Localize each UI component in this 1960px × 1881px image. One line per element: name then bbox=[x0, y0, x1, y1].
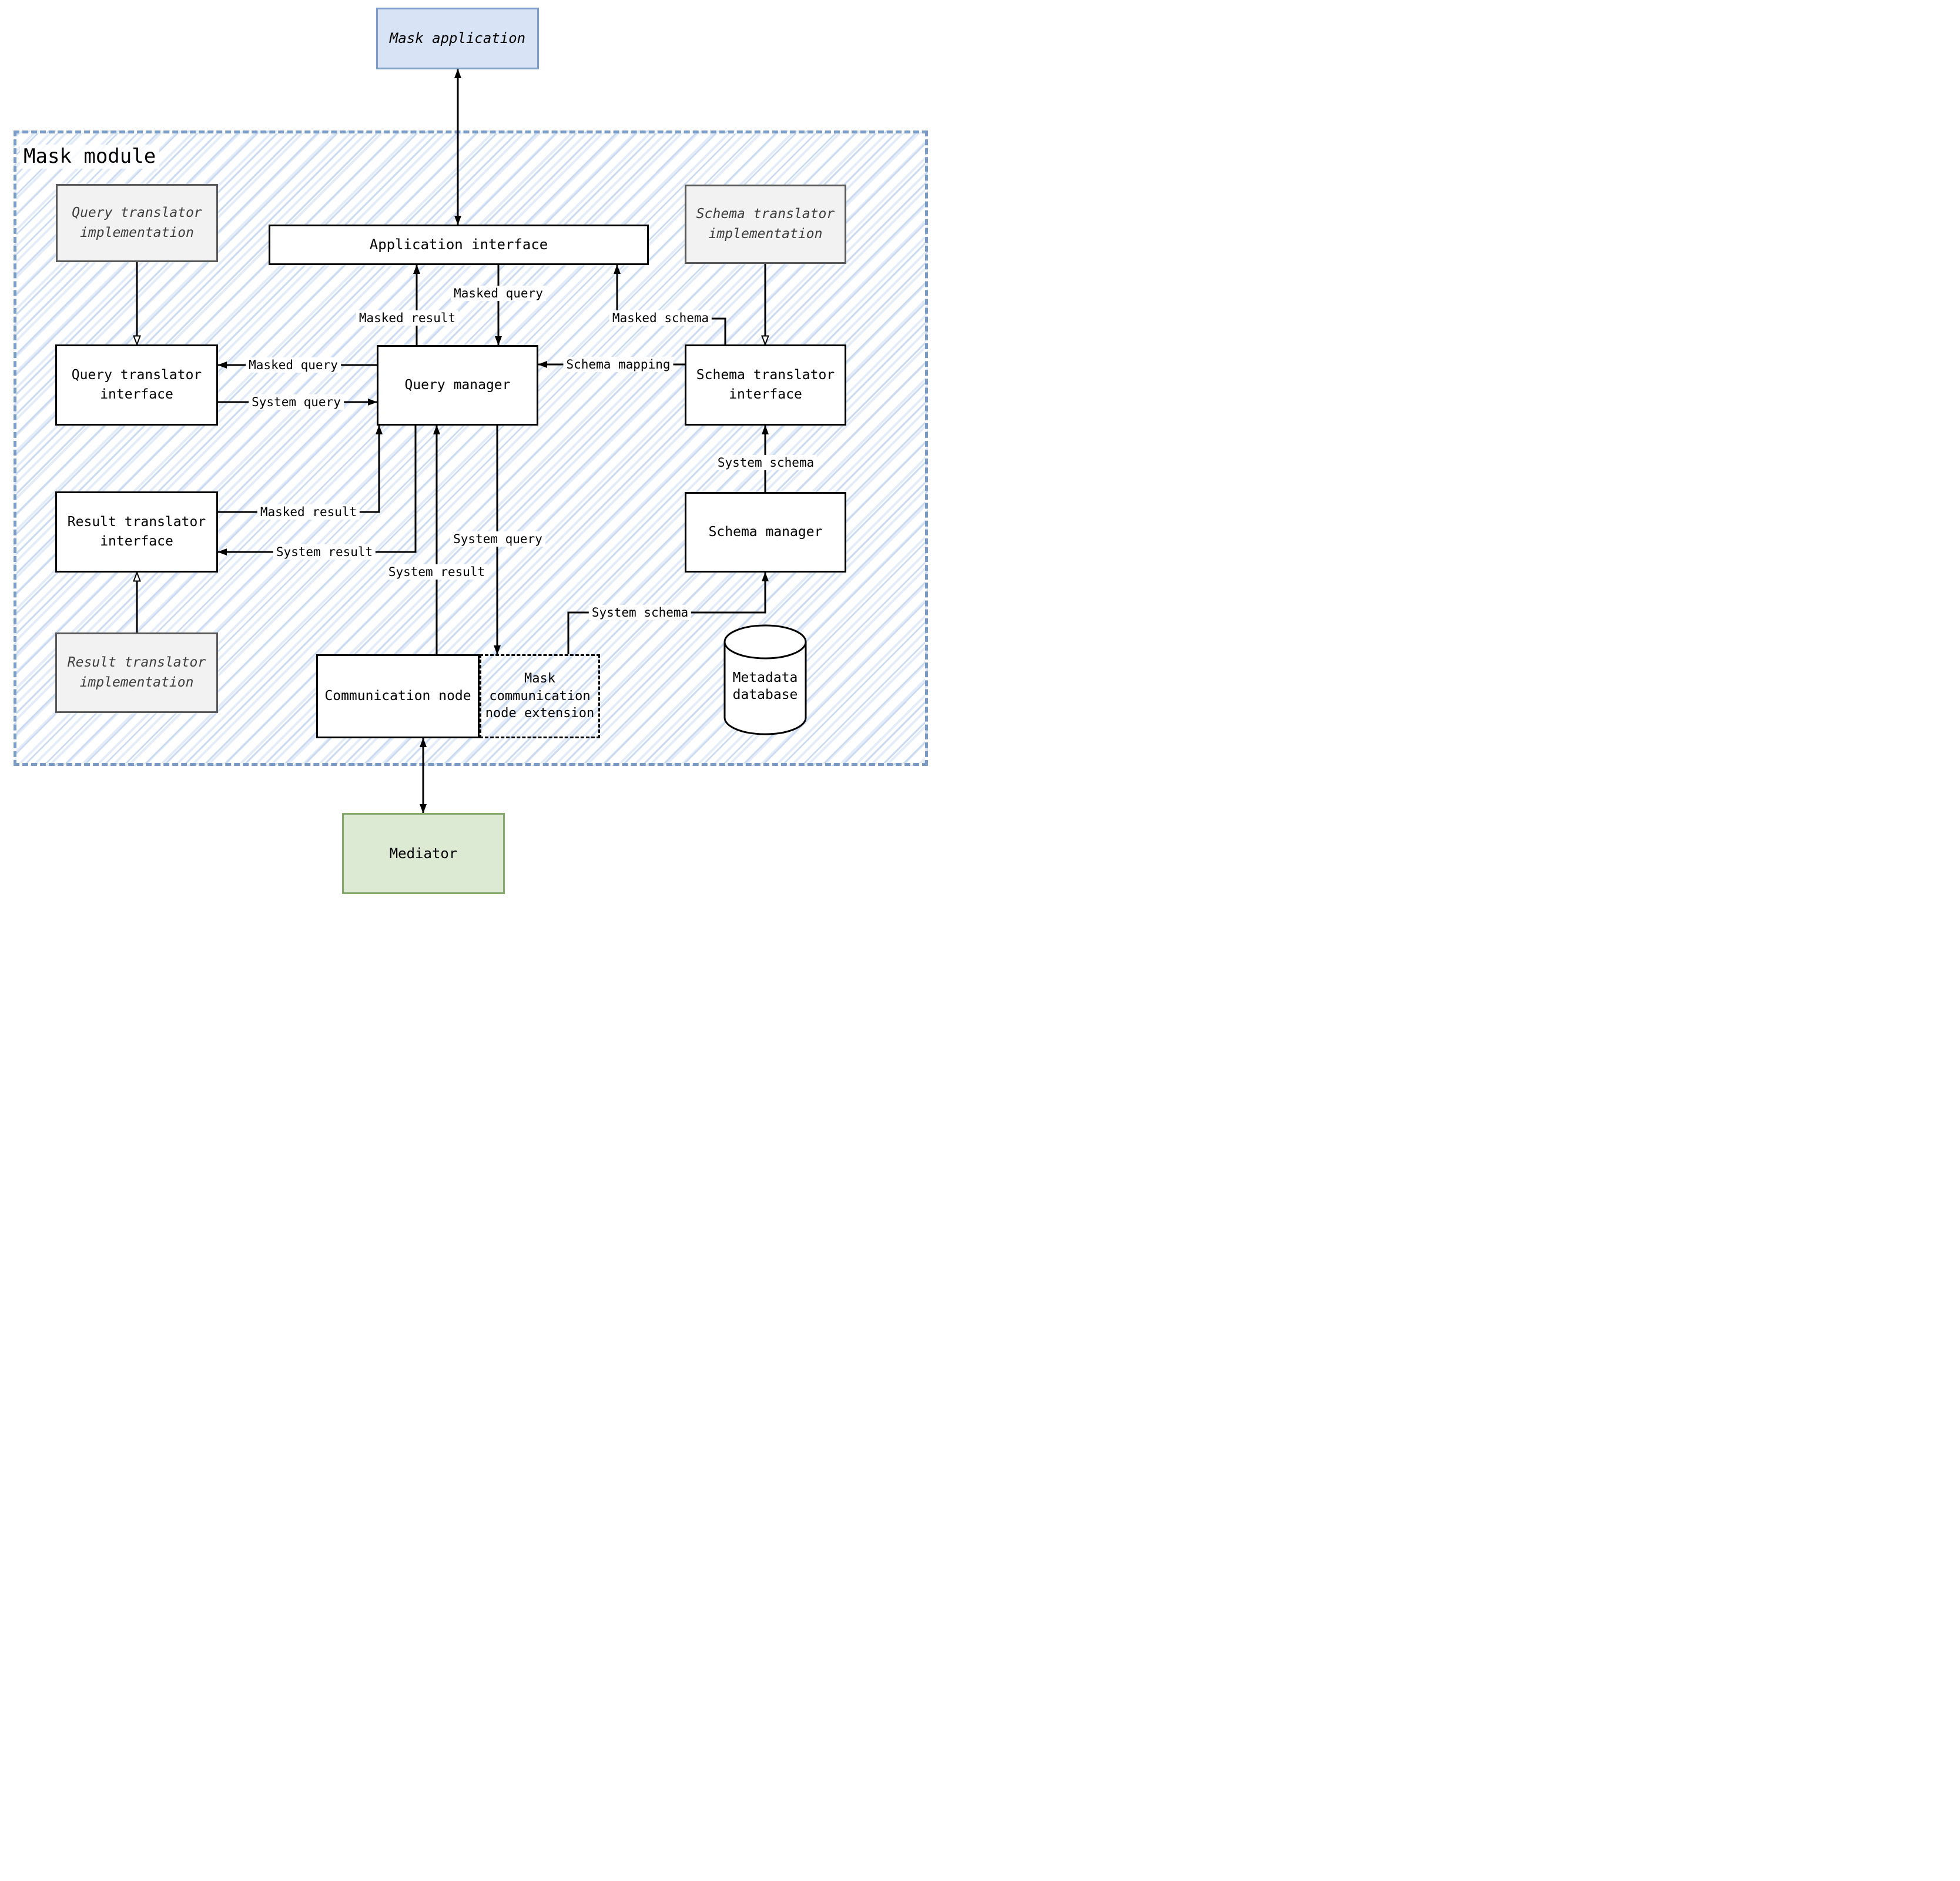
edge-label-system-result-horizontal: System result bbox=[273, 544, 376, 560]
edge-label-system-result-vertical: System result bbox=[385, 564, 488, 580]
mask-application-node: Mask application bbox=[376, 8, 539, 69]
result-translator-interface-node: Result translator interface bbox=[55, 491, 218, 573]
edge-label-schema-mapping: Schema mapping bbox=[563, 356, 674, 373]
result-translator-interface-label: Result translator interface bbox=[67, 514, 206, 549]
mask-communication-node-extension-label: Mask communication node extension bbox=[485, 671, 595, 721]
edge-label-system-schema-vertical: System schema bbox=[714, 454, 817, 471]
mask-module-title: Mask module bbox=[20, 145, 160, 169]
edge-label-masked-query-horizontal: Masked query bbox=[246, 357, 341, 373]
edge-label-system-schema-elbow: System schema bbox=[588, 604, 692, 621]
schema-translator-interface-label: Schema translator interface bbox=[696, 367, 835, 402]
schema-translator-implementation-node: Schema translator implementation bbox=[685, 185, 846, 264]
edge-label-masked-query-vertical: Masked query bbox=[451, 285, 546, 302]
communication-node: Communication node bbox=[316, 654, 480, 738]
mediator-label: Mediator bbox=[389, 845, 458, 862]
result-translator-implementation-label: Result translator implementation bbox=[67, 655, 206, 690]
metadata-database-label: Metadata database bbox=[732, 670, 798, 702]
diagram-canvas: Mask module bbox=[0, 0, 940, 902]
edge-label-system-query-horizontal: System query bbox=[249, 394, 344, 410]
mediator-node: Mediator bbox=[342, 813, 505, 894]
result-translator-implementation-node: Result translator implementation bbox=[55, 632, 218, 713]
schema-manager-node: Schema manager bbox=[685, 492, 846, 573]
query-manager-label: Query manager bbox=[404, 377, 511, 393]
edge-label-masked-schema: Masked schema bbox=[609, 310, 712, 326]
application-interface-node: Application interface bbox=[269, 225, 649, 265]
edge-label-system-query-vertical: System query bbox=[450, 531, 545, 547]
edge-label-masked-result-vertical: Masked result bbox=[356, 310, 459, 326]
communication-node-label: Communication node bbox=[324, 688, 471, 704]
query-translator-implementation-label: Query translator implementation bbox=[72, 205, 202, 240]
schema-translator-implementation-label: Schema translator implementation bbox=[696, 206, 835, 242]
schema-translator-interface-node: Schema translator interface bbox=[685, 344, 846, 426]
application-interface-label: Application interface bbox=[369, 236, 548, 253]
query-translator-interface-label: Query translator interface bbox=[71, 367, 202, 402]
query-manager-node: Query manager bbox=[377, 345, 538, 426]
query-translator-implementation-node: Query translator implementation bbox=[56, 184, 218, 262]
edge-label-masked-result-horizontal: Masked result bbox=[257, 504, 360, 520]
mask-communication-node-extension-node: Mask communication node extension bbox=[480, 654, 600, 738]
query-translator-interface-node: Query translator interface bbox=[55, 344, 218, 426]
schema-manager-label: Schema manager bbox=[708, 524, 823, 540]
metadata-database-node: Metadata database bbox=[719, 663, 811, 710]
mask-application-label: Mask application bbox=[389, 30, 526, 47]
